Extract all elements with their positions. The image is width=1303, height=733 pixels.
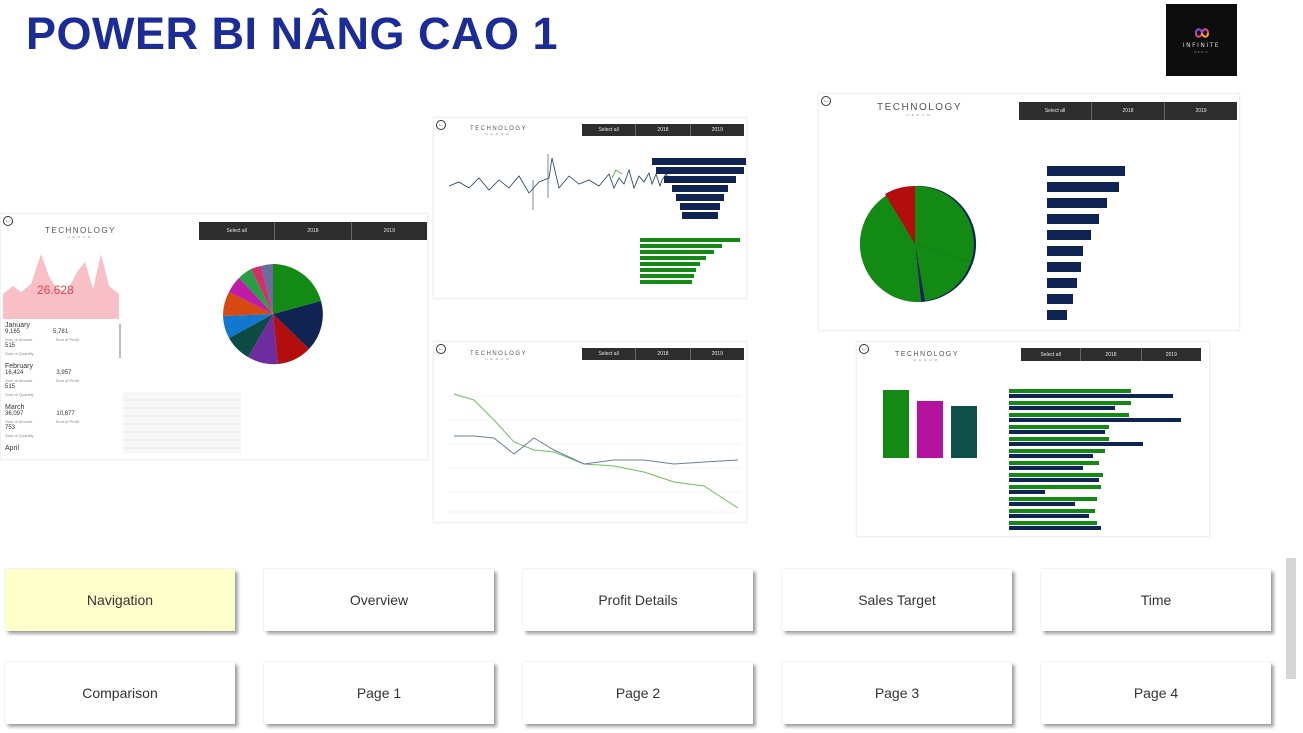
- back-arrow-icon: ←: [859, 344, 869, 354]
- sales-charts: [859, 166, 1125, 320]
- slicer-2018[interactable]: 2018: [635, 124, 689, 136]
- year-slicer[interactable]: Select all 2018 2019: [1019, 102, 1237, 120]
- month-name: March: [5, 404, 25, 411]
- slicer-select-all[interactable]: Select all: [226, 228, 247, 234]
- nav-button-comparison[interactable]: Comparison: [5, 662, 235, 724]
- kpi-value: 26.628: [37, 283, 74, 297]
- page-title: POWER BI NÂNG CAO 1: [26, 8, 559, 59]
- slicer-2018[interactable]: 2018: [635, 348, 689, 360]
- slicer-2019[interactable]: 2019: [689, 348, 744, 360]
- nav-button-page-2[interactable]: Page 2: [523, 662, 753, 724]
- slicer-2019[interactable]: 2019: [350, 222, 427, 240]
- slicer-2019[interactable]: 2019: [1140, 348, 1201, 361]
- month-list: January 9,165 5,781 Sum of Amount Sum of…: [5, 322, 117, 452]
- nav-button-navigation[interactable]: Navigation: [5, 569, 235, 631]
- nav-button-page-4[interactable]: Page 4: [1041, 662, 1271, 724]
- year-slicer[interactable]: Select all 2018 2019: [1021, 348, 1201, 361]
- slicer-2018[interactable]: 2018: [1091, 102, 1164, 120]
- year-slicer[interactable]: Select all 2018 2019: [199, 222, 427, 240]
- year-slicer[interactable]: Select all 2018 2019: [582, 348, 744, 360]
- profit-charts: [448, 154, 746, 284]
- slicer-2019[interactable]: 2019: [689, 124, 744, 136]
- slicer-select-all[interactable]: Select all: [1044, 108, 1066, 114]
- company-logo: INFINITE MEDIA: [1166, 4, 1237, 76]
- nav-button-overview[interactable]: Overview: [264, 569, 494, 631]
- nav-button-time[interactable]: Time: [1041, 569, 1271, 631]
- vertical-scrollbar[interactable]: [1286, 558, 1296, 679]
- month-name: April: [5, 445, 20, 452]
- month-name: February: [5, 363, 34, 370]
- back-arrow-icon: ←: [436, 120, 446, 130]
- year-slicer[interactable]: Select all 2018 2019: [582, 124, 744, 136]
- slicer-2019[interactable]: 2019: [1164, 102, 1237, 120]
- nav-button-page-1[interactable]: Page 1: [264, 662, 494, 724]
- slicer-select-all[interactable]: Select all: [598, 351, 619, 357]
- back-arrow-icon: ←: [821, 96, 831, 106]
- logo-sub: MEDIA: [1194, 50, 1209, 54]
- nav-button-sales-target[interactable]: Sales Target: [782, 569, 1012, 631]
- infinity-icon: [1194, 28, 1209, 38]
- nav-button-profit-details[interactable]: Profit Details: [523, 569, 753, 631]
- slicer-select-all[interactable]: Select all: [1040, 351, 1061, 358]
- comparison-charts: [883, 389, 1181, 530]
- slicer-select-all[interactable]: Select all: [598, 127, 619, 133]
- slicer-2018[interactable]: 2018: [274, 222, 350, 240]
- nav-button-page-3[interactable]: Page 3: [782, 662, 1012, 724]
- month-name: January: [5, 322, 30, 329]
- overview-charts: 26.628: [3, 254, 323, 454]
- slicer-2018[interactable]: 2018: [1080, 348, 1140, 361]
- back-arrow-icon: ←: [3, 216, 13, 226]
- back-arrow-icon: ←: [436, 344, 446, 354]
- logo-brand: INFINITE: [1182, 42, 1221, 49]
- time-line-chart: [448, 393, 740, 513]
